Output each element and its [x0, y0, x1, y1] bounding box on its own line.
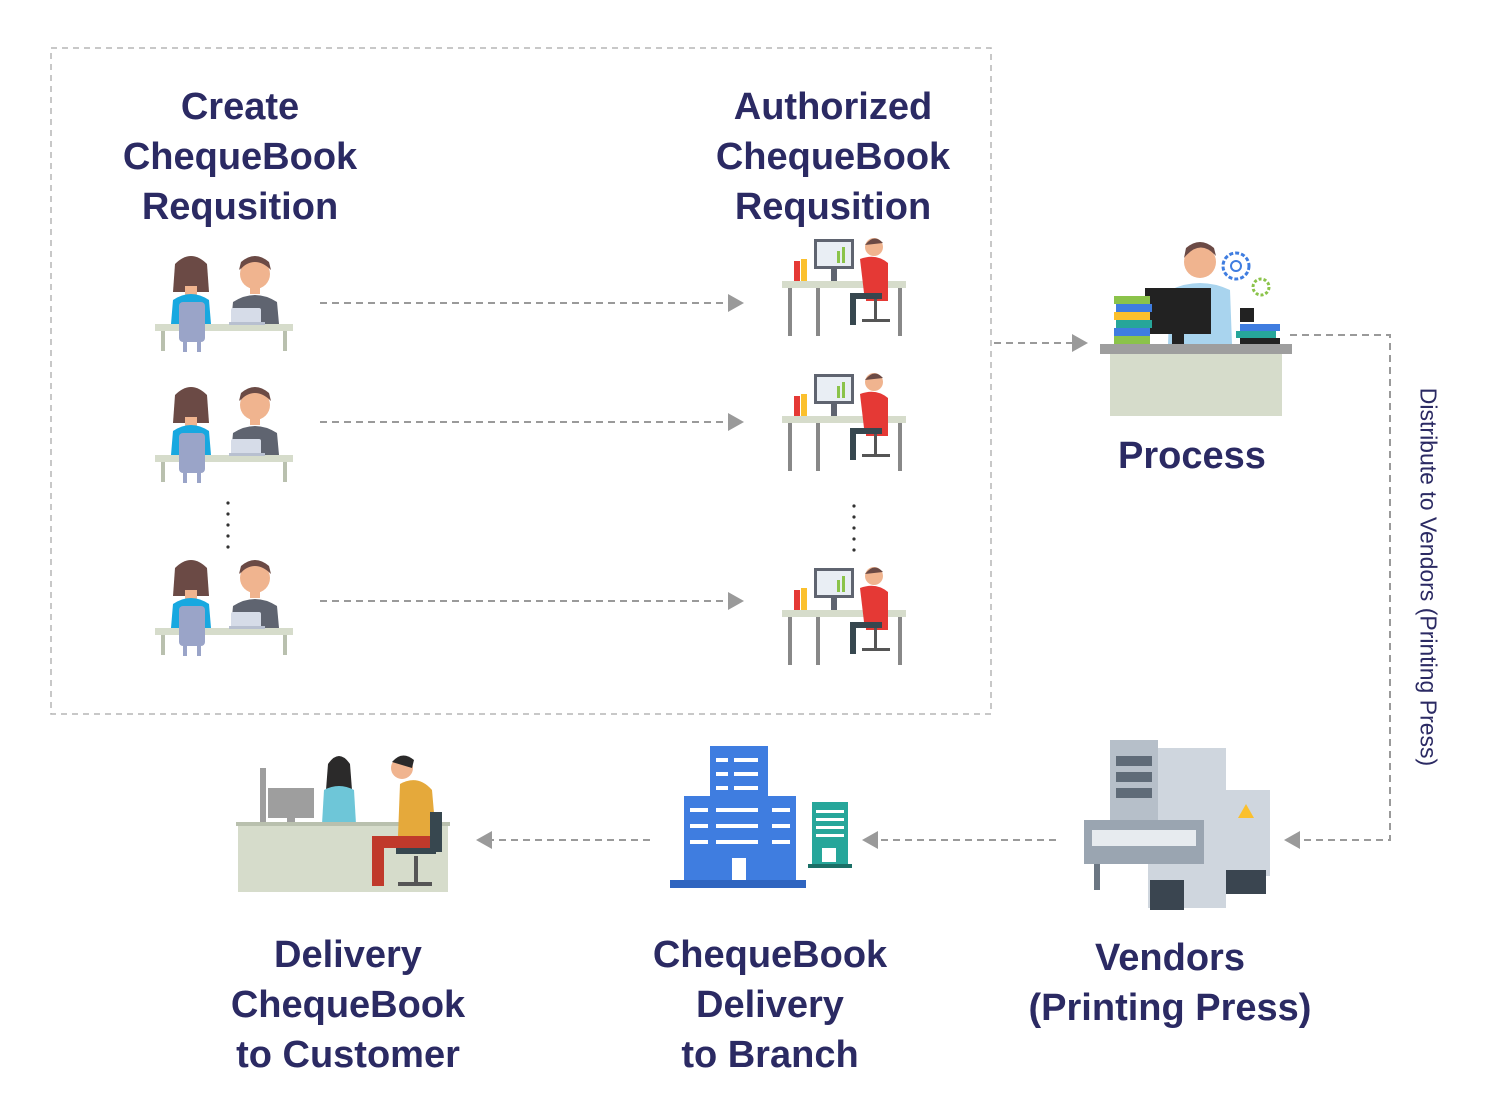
label-line: to Customer — [236, 1034, 460, 1076]
arrow-head — [728, 592, 744, 610]
person-at-computer-icon — [782, 238, 906, 336]
two-people-at-desk-icon — [155, 560, 293, 656]
label-line: ChequeBook — [122, 136, 358, 178]
ellipsis-right — [852, 504, 856, 552]
arrow-head — [728, 413, 744, 431]
customer-service-desk-icon — [236, 755, 450, 892]
label-line: ChequeBook — [715, 136, 951, 178]
two-people-at-desk-icon — [155, 256, 293, 352]
ellipsis-left — [226, 501, 230, 549]
two-people-at-desk-icon — [155, 387, 293, 483]
label-create-requisition: Create ChequeBook Requsition — [90, 82, 390, 232]
label-line: Vendors — [1095, 937, 1245, 979]
arrow-head — [1284, 831, 1300, 849]
label-line: Create — [180, 86, 300, 128]
label-line: Process — [1118, 435, 1266, 477]
arrow-line — [1290, 334, 1391, 841]
label-line: ChequeBook — [652, 934, 888, 976]
person-at-computer-icon — [782, 373, 906, 471]
label-line: Authorized — [733, 86, 933, 128]
arrow-head — [728, 294, 744, 312]
label-process: Process — [1092, 431, 1292, 481]
printing-press-icon — [1084, 740, 1270, 910]
label-line: Delivery — [696, 984, 844, 1026]
label-branch-delivery: ChequeBook Delivery to Branch — [620, 930, 920, 1080]
label-line: (Printing Press) — [1028, 987, 1312, 1029]
label-line: to Branch — [681, 1034, 859, 1076]
label-line: Requsition — [734, 186, 932, 228]
label-line: Delivery — [274, 934, 422, 976]
label-authorized-requisition: Authorized ChequeBook Requsition — [683, 82, 983, 232]
arrow-head — [1072, 334, 1088, 352]
bank-building-icon — [670, 746, 852, 888]
office-worker-with-gears-icon — [1100, 242, 1292, 416]
arrow-head — [476, 831, 492, 849]
label-line: Requsition — [141, 186, 339, 228]
label-line: ChequeBook — [230, 984, 466, 1026]
label-vendors: Vendors (Printing Press) — [1010, 933, 1330, 1033]
label-customer-delivery: Delivery ChequeBook to Customer — [198, 930, 498, 1080]
person-at-computer-icon — [782, 567, 906, 665]
arrow-head — [862, 831, 878, 849]
